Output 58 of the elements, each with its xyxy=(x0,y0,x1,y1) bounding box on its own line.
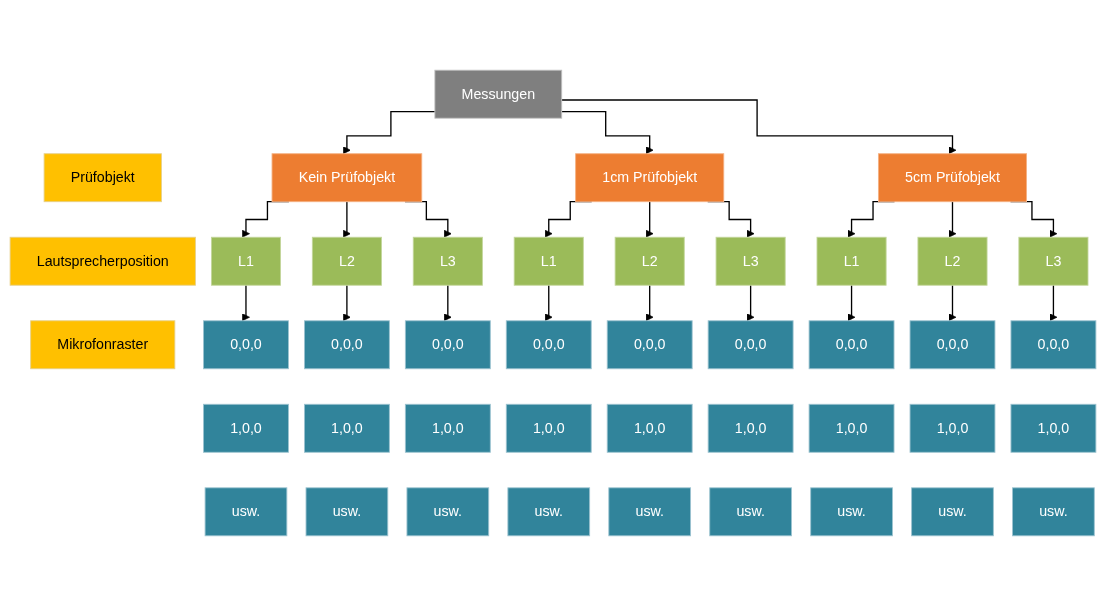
node-box: 1,0,0 xyxy=(606,403,693,453)
node-box: usw. xyxy=(406,487,489,537)
node-box: Messungen xyxy=(433,69,562,119)
arrow xyxy=(746,284,755,322)
node-box: L2 xyxy=(311,236,382,286)
node-box: 1,0,0 xyxy=(202,403,289,453)
node-box: 5cm Prüfobjekt xyxy=(877,153,1027,203)
arrow xyxy=(342,284,351,322)
arrow xyxy=(544,284,553,322)
node-box: 1,0,0 xyxy=(808,403,894,453)
node-box: 1,0,0 xyxy=(707,403,794,453)
node-box: usw. xyxy=(506,487,590,537)
node-box: L3 xyxy=(715,236,786,286)
arrow xyxy=(241,284,250,322)
node-box: 1,0,0 xyxy=(909,403,995,453)
node-box: usw. xyxy=(305,487,388,537)
node-box: 0,0,0 xyxy=(606,320,693,370)
node-box: Lautsprecherposition xyxy=(9,236,196,286)
node-box: 1,0,0 xyxy=(505,403,592,453)
node-box: 0,0,0 xyxy=(707,320,794,370)
node-box: 0,0,0 xyxy=(202,320,289,370)
node-box: L2 xyxy=(614,236,685,286)
node-box: L3 xyxy=(412,236,483,286)
arrow xyxy=(560,99,956,155)
node-box: Mikrofonraster xyxy=(29,320,175,370)
arrow xyxy=(847,284,855,322)
node-box: usw. xyxy=(910,487,994,537)
node-box: L2 xyxy=(917,236,987,286)
node-box: Prüfobjekt xyxy=(43,153,162,203)
node-box: L1 xyxy=(816,236,887,286)
node-box: Kein Prüfobjekt xyxy=(271,153,422,203)
node-box: 1,0,0 xyxy=(1010,403,1096,453)
arrow xyxy=(948,284,956,322)
arrow xyxy=(443,284,452,322)
node-box: 0,0,0 xyxy=(505,320,592,370)
node-box: 0,0,0 xyxy=(909,320,995,370)
arrow xyxy=(645,284,654,322)
arrow xyxy=(645,201,654,238)
node-box: 0,0,0 xyxy=(303,320,390,370)
node-box: 0,0,0 xyxy=(1010,320,1096,370)
node-box: usw. xyxy=(708,487,792,537)
node-box: L1 xyxy=(210,236,281,286)
arrow xyxy=(342,201,351,238)
node-box: usw. xyxy=(809,487,893,537)
arrow xyxy=(560,111,654,155)
node-box: 0,0,0 xyxy=(808,320,894,370)
node-box: 1,0,0 xyxy=(404,403,491,453)
arrow xyxy=(1049,284,1057,322)
node-box: L3 xyxy=(1017,236,1088,286)
node-box: usw. xyxy=(204,487,287,537)
node-box: 0,0,0 xyxy=(404,320,491,370)
arrow xyxy=(342,111,436,155)
node-box: usw. xyxy=(607,487,691,537)
arrow xyxy=(948,201,956,238)
node-box: usw. xyxy=(1011,487,1095,537)
node-box: 1cm Prüfobjekt xyxy=(574,153,724,203)
node-box: L1 xyxy=(513,236,584,286)
node-box: 1,0,0 xyxy=(303,403,390,453)
